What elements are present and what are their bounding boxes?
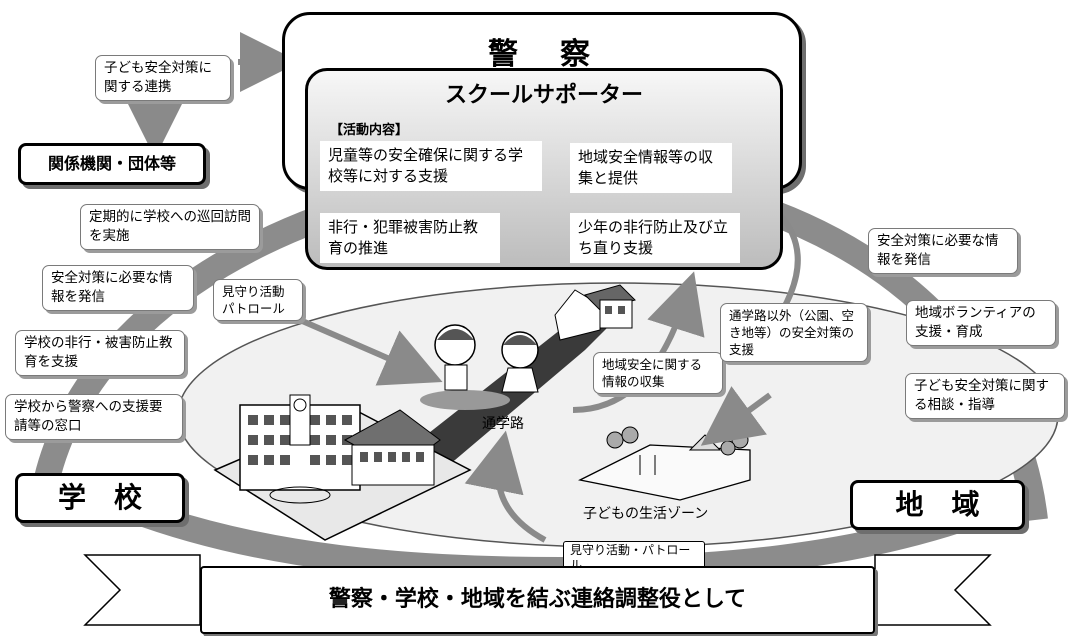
community-note-2: 地域ボランティアの支援・育成: [906, 300, 1056, 346]
life-zone-label: 子どもの生活ゾーン: [583, 506, 709, 522]
activity-3: 非行・犯罪被害防止教育の推進: [320, 213, 500, 263]
arrow-to-park: [700, 386, 772, 446]
school-note-1: 定期的に学校への巡回訪問を実施: [80, 204, 260, 250]
patrol-note: 見守り活動パトロール: [213, 279, 303, 321]
school-route-label: 通学路: [482, 416, 524, 432]
community-note-1: 安全対策に必要な情報を発信: [868, 228, 1018, 274]
house-illustration: [554, 284, 636, 341]
children-illustration: [420, 324, 539, 410]
activity-2: 地域安全情報等の収集と提供: [570, 143, 732, 193]
bottom-banner: 警察・学校・地域を結ぶ連絡調整役として: [200, 566, 875, 634]
school-supporter-title: スクールサポーター: [444, 83, 643, 108]
activity-header: 【活動内容】: [330, 123, 409, 138]
school-note-3: 学校の非行・被害防止教育を支援: [15, 330, 185, 376]
bottom-ribbon: [83, 554, 992, 626]
activity-4: 少年の非行防止及び立ち直り支援: [570, 213, 740, 263]
info-collect-note: 地域安全に関する情報の収集: [593, 352, 723, 394]
community-label: 地 域: [850, 480, 1025, 530]
school-note-2: 安全対策に必要な情報を発信: [42, 265, 194, 311]
arrow-patrol-to-children: [298, 317, 443, 386]
school-building-illustration: [213, 394, 472, 541]
school-supporter-box: スクールサポーター 【活動内容】 児童等の安全確保に関する学校等に対する支援 地…: [305, 68, 783, 270]
activity-1: 児童等の安全確保に関する学校等に対する支援: [320, 141, 542, 191]
park-illustration: [578, 426, 751, 501]
school-note-4: 学校から警察への支援要請等の窓口: [5, 394, 183, 440]
other-routes-note: 通学路以外（公園、空き地等）の安全対策の支援: [720, 303, 868, 362]
community-note-3: 子ども安全対策に関する相談・指導: [905, 373, 1065, 419]
police-title: 警 察: [488, 37, 596, 72]
arrow-bottom-patrol: [464, 430, 547, 543]
school-label: 学 校: [15, 473, 185, 523]
cooperation-note: 子ども安全対策に関する連携: [95, 55, 231, 101]
related-orgs-box: 関係機関・団体等: [18, 143, 206, 185]
